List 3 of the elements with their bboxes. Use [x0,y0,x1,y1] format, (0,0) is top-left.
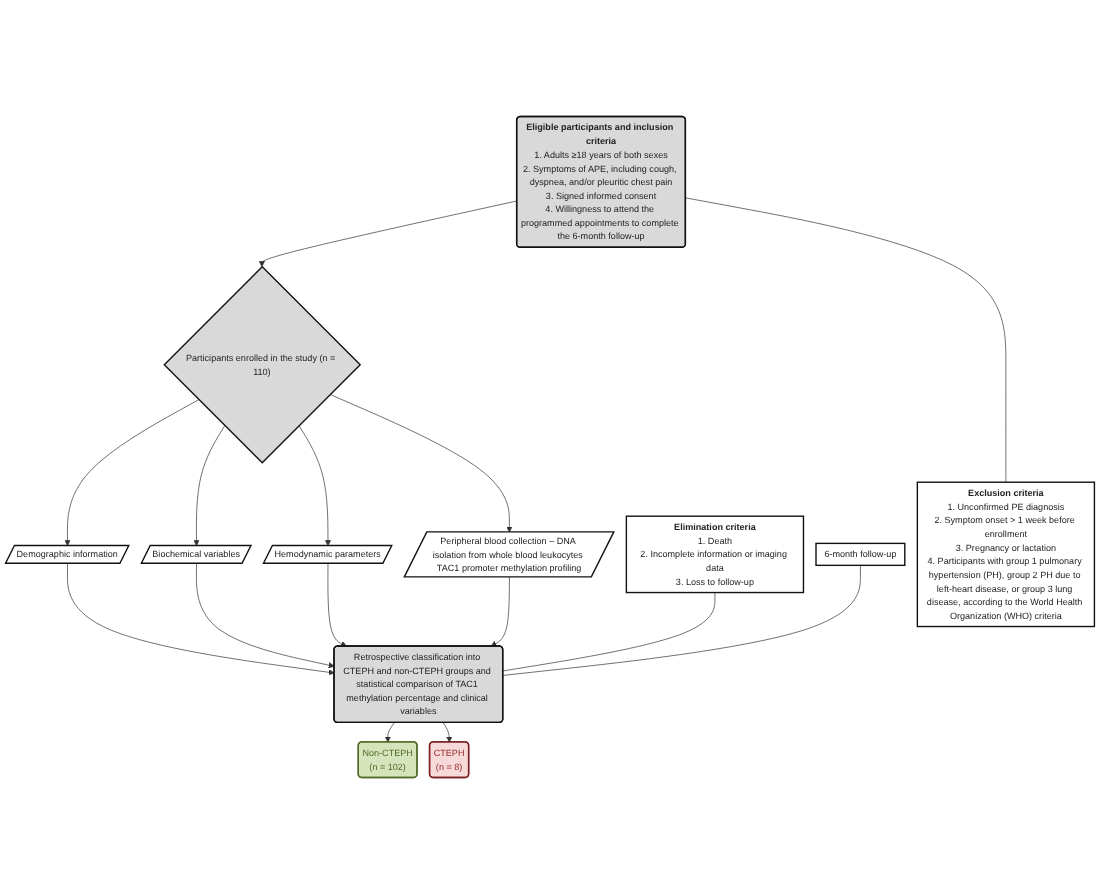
connector [685,197,1007,483]
connector [502,565,861,676]
connector [502,592,716,672]
